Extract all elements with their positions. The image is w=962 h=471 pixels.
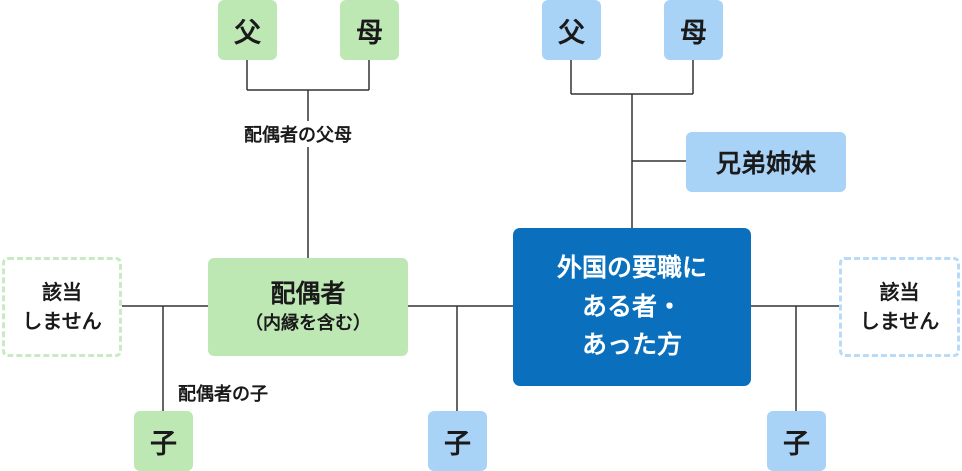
- spouse-father-box: 父: [218, 0, 277, 60]
- not-applicable-right-line2: しません: [859, 309, 940, 333]
- spouse-mother-box: 母: [340, 0, 399, 60]
- official-child-text: 子: [783, 428, 810, 460]
- spouse-parents-label: 配偶者の父母: [240, 121, 356, 147]
- spouse-father-label: 父: [234, 17, 261, 49]
- spouse-title: 配偶者: [270, 279, 346, 309]
- not-applicable-right-line1: 該当: [879, 280, 920, 304]
- foreign-official-line1: 外国の要職に: [556, 252, 707, 282]
- spouse-note: （内縁を含む）: [245, 312, 371, 334]
- spouse-box: 配偶者 （内縁を含む）: [208, 258, 408, 356]
- not-applicable-left-line1: 該当: [42, 280, 82, 304]
- foreign-official-line2: ある者・: [581, 291, 682, 321]
- foreign-official-line3: あった方: [581, 330, 682, 360]
- not-applicable-right-box: 該当 しません: [839, 257, 960, 357]
- siblings-label: 兄弟姉妹: [715, 149, 816, 178]
- spouse-child-text: 子: [150, 428, 177, 460]
- official-mother-label: 母: [680, 17, 707, 49]
- shared-child-text: 子: [444, 428, 471, 460]
- spouse-child-box: 子: [134, 411, 193, 471]
- official-mother-box: 母: [664, 0, 723, 60]
- spouse-mother-label: 母: [356, 17, 383, 49]
- not-applicable-left-box: 該当 しません: [2, 257, 122, 357]
- official-father-box: 父: [542, 0, 601, 60]
- official-child-box: 子: [767, 411, 826, 471]
- spouse-child-label: 配偶者の子: [174, 380, 272, 406]
- shared-child-box: 子: [428, 411, 487, 471]
- foreign-official-box: 外国の要職に ある者・ あった方: [513, 228, 751, 386]
- siblings-box: 兄弟姉妹: [686, 132, 846, 192]
- not-applicable-left-line2: しません: [22, 309, 102, 333]
- official-father-label: 父: [558, 17, 585, 49]
